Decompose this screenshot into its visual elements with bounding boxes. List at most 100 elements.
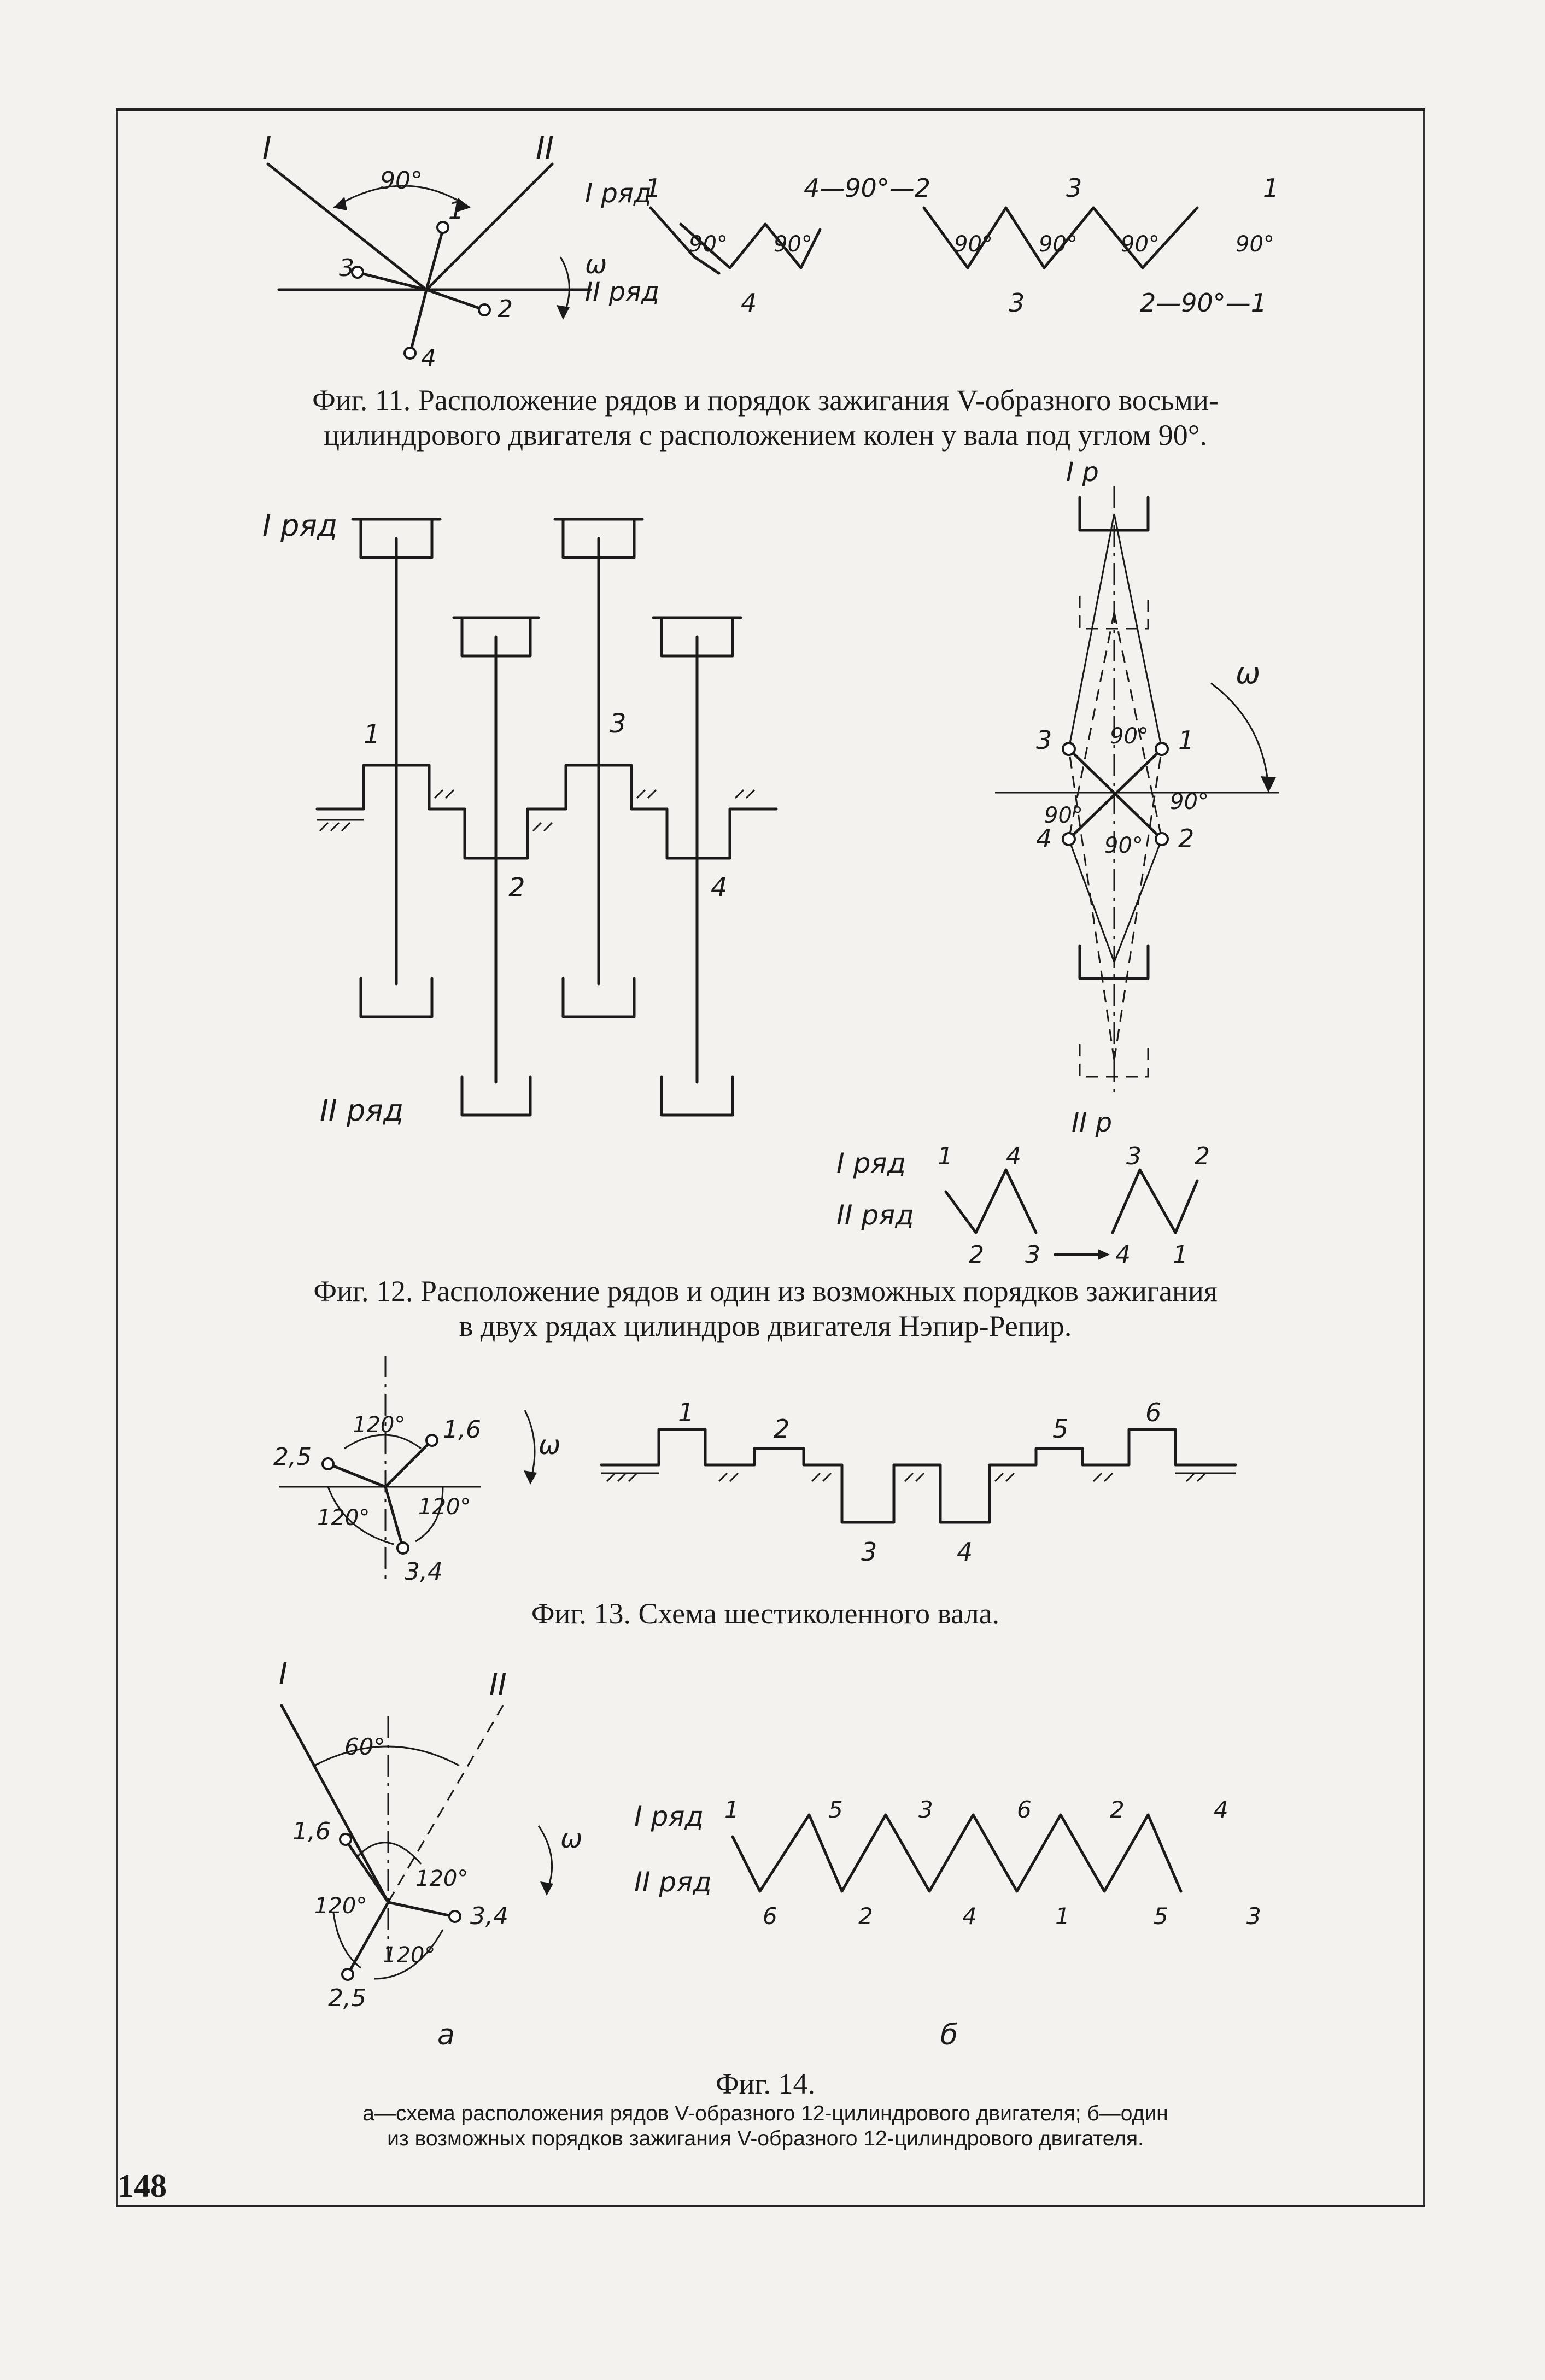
fig11-seq-angle: 90° — [1236, 232, 1274, 257]
fig14-row1-label: I ряд — [634, 1801, 704, 1832]
fig12-row2-label: II ряд — [320, 1093, 403, 1128]
fig11-omega: ω — [585, 249, 607, 280]
fig11-caption-line2: цилиндрового двигателя с расположением к… — [324, 419, 1207, 452]
fig11-seq-angle: 90° — [1039, 232, 1078, 257]
fig14-omega: ω — [560, 1824, 582, 1854]
fig12-order-bottom: 1 — [1173, 1241, 1188, 1269]
fig12-order-bottom: 3 — [1025, 1241, 1040, 1269]
fig12-order-row1: I ряд — [836, 1147, 906, 1179]
fig14-order-top: 1 — [724, 1796, 739, 1823]
fig11-crank-1: 1 — [448, 197, 464, 225]
fig14-angle60: 60° — [344, 1733, 385, 1760]
fig12-side-crank-1: 1 — [1178, 725, 1194, 755]
fig12-order-top: 3 — [1126, 1142, 1142, 1170]
fig14-caption: Фиг. 14. а—схема расположения рядов V-об… — [219, 2066, 1312, 2152]
fig14-order-top: 6 — [1017, 1796, 1032, 1823]
fig11-seq-top-2: 4—90°—2 — [804, 173, 930, 203]
fig12-crank-4: 4 — [711, 872, 728, 903]
fig12-caption-line2: в двух рядах цилиндров двигателя Нэпир-Р… — [459, 1310, 1072, 1343]
fig14-order-bottom: 6 — [763, 1903, 777, 1930]
fig14-order-top: 2 — [1110, 1796, 1125, 1823]
fig12-side-bottom-label: II р — [1072, 1107, 1112, 1138]
fig11-seq-angle: 90° — [689, 232, 728, 257]
fig13-shaft: 1 2 5 6 3 4 — [600, 1398, 1237, 1567]
fig14-order-bottom: 5 — [1154, 1903, 1168, 1930]
fig12-side-crank-3: 3 — [1036, 725, 1052, 755]
fig11-caption-line1: Фиг. 11. Расположение рядов и порядок за… — [312, 384, 1219, 417]
fig14-b-firing-order: I ряд II ряд 1 5 3 6 2 4 6 2 4 1 5 3 б — [634, 1796, 1261, 2051]
fig12-order-row2: II ряд — [836, 1199, 914, 1231]
fig11-firing-order: I ряд II ряд 1 4—90°—2 3 1 4 3 2—90°—1 9… — [585, 173, 1279, 318]
fig12-row1-label: I ряд — [262, 508, 337, 543]
fig11-row2-label: II ряд — [585, 277, 659, 307]
fig11-seq-top-4: 1 — [1263, 173, 1279, 203]
fig12-side-angle: 90° — [1170, 789, 1209, 814]
fig14-order-bottom: 1 — [1055, 1903, 1070, 1930]
fig14-crank-16: 1,6 — [292, 1818, 331, 1845]
fig12-order-top: 4 — [1006, 1142, 1021, 1170]
fig12-order-bottom: 2 — [969, 1241, 984, 1269]
fig14-caption-title: Фиг. 14. — [715, 2067, 816, 2100]
fig12-caption: Фиг. 12. Расположение рядов и один из во… — [219, 1274, 1312, 1344]
fig11-crank-4: 4 — [421, 344, 436, 372]
fig12-order-top: 2 — [1195, 1142, 1210, 1170]
fig12-caption-line1: Фиг. 12. Расположение рядов и один из во… — [313, 1275, 1218, 1308]
fig13-caption: Фиг. 13. Схема шестиколенного вала. — [531, 1597, 1000, 1630]
fig14-angle120: 120° — [314, 1894, 367, 1919]
fig14-angle120: 120° — [415, 1866, 468, 1891]
fig14-label-a: а — [437, 2019, 455, 2051]
fig14-a-diagram: I II 60° 120° 120° 120° 1,6 3,4 2,5 ω а — [279, 1656, 582, 2051]
fig12-side-angle: 90° — [1044, 803, 1083, 828]
fig11-seq-angle: 90° — [954, 232, 993, 257]
fig13-star: 2,5 1,6 3,4 120° 120° 120° ω — [273, 1356, 560, 1586]
fig13-angle: 120° — [317, 1505, 370, 1531]
fig11-row1-label: I ряд — [585, 178, 652, 209]
fig12-side-angle: 90° — [1110, 724, 1149, 749]
fig11-seq-angle: 90° — [1121, 232, 1160, 257]
fig13-crank-34: 3,4 — [405, 1558, 443, 1586]
fig11-seq-angle: 90° — [774, 232, 812, 257]
fig11-seq-bottom-3: 2—90°—1 — [1140, 288, 1267, 318]
fig12-crank-2: 2 — [508, 872, 525, 903]
fig11-seq-bottom-2: 3 — [1009, 288, 1025, 318]
fig14-row-II: II — [489, 1667, 507, 1702]
fig13-shaft-bottom: 3 — [861, 1537, 877, 1567]
fig12-side-angle: 90° — [1104, 833, 1143, 858]
fig12-order-top: 1 — [938, 1142, 953, 1170]
fig11-caption: Фиг. 11. Расположение рядов и порядок за… — [219, 383, 1312, 453]
fig12-crank-1: 1 — [364, 719, 381, 750]
fig12-order-bottom: 4 — [1115, 1241, 1131, 1269]
fig14-label-b: б — [940, 2019, 958, 2051]
fig12-side-crank-2: 2 — [1178, 824, 1194, 853]
fig12-crankshaft: I ряд II ряд 1 2 3 4 — [262, 508, 778, 1128]
fig12-crank-3: 3 — [610, 708, 627, 739]
page-number: 148 — [118, 2168, 167, 2204]
fig11-seq-top-1: 1 — [645, 173, 661, 203]
fig11-crank-diagram: I II 90° 1 2 3 4 ω — [262, 131, 607, 372]
fig14-crank-25: 2,5 — [328, 1984, 366, 2012]
fig12-side-omega: ω — [1236, 656, 1260, 690]
fig12-firing-order: I ряд II ряд 1 4 3 2 2 3 4 1 — [836, 1142, 1210, 1269]
fig11-angle-label: 90° — [380, 167, 423, 195]
fig12-side-view: I р II р ω 90° 90° 90° 90° 3 1 4 2 — [995, 457, 1279, 1138]
fig14-order-top: 4 — [1214, 1796, 1228, 1823]
fig11-crank-2: 2 — [498, 295, 513, 323]
fig13-crank-25: 2,5 — [273, 1443, 312, 1471]
fig13-angle: 120° — [418, 1494, 471, 1520]
fig14-caption-line2: из возможных порядков зажигания V-образн… — [387, 2127, 1144, 2150]
fig14-order-top: 5 — [828, 1796, 843, 1823]
fig11-seq-bottom-1: 4 — [741, 288, 757, 318]
fig14-order-bottom: 2 — [858, 1903, 873, 1930]
fig14-angle120: 120° — [383, 1943, 435, 1968]
fig11-row-I-label: I — [262, 131, 272, 166]
fig12-side-top-label: I р — [1066, 457, 1099, 488]
fig13-crank-16: 1,6 — [443, 1416, 481, 1444]
fig14-row-I: I — [279, 1656, 288, 1691]
fig13-shaft-top: 6 — [1145, 1398, 1161, 1427]
fig14-caption-line1: а—схема расположения рядов V-образного 1… — [362, 2102, 1168, 2125]
fig14-order-bottom: 4 — [962, 1903, 977, 1930]
page-frame — [116, 108, 1425, 2207]
fig13-shaft-bottom: 4 — [957, 1537, 973, 1567]
fig11-crank-3: 3 — [339, 254, 354, 282]
fig11-seq-top-3: 3 — [1066, 173, 1082, 203]
